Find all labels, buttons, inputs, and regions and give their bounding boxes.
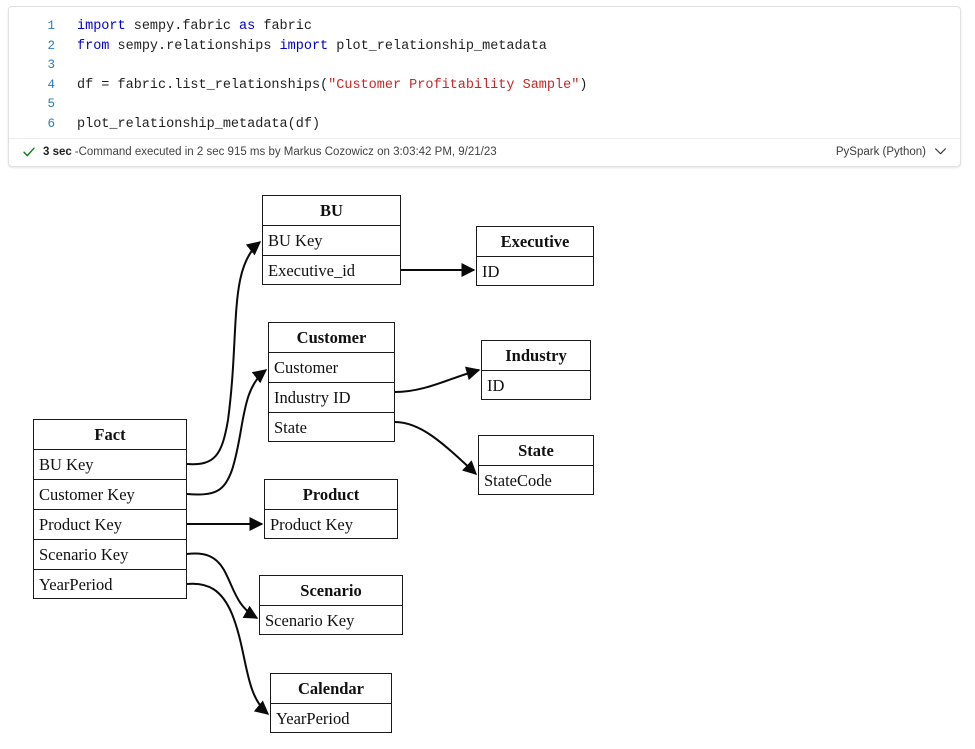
entity-title: Industry xyxy=(482,341,590,371)
relationship-arrow xyxy=(187,584,268,714)
entity-title: Calendar xyxy=(271,674,391,704)
relationship-arrow xyxy=(395,422,476,474)
entity-field: Scenario Key xyxy=(260,606,402,636)
entity-field: Product Key xyxy=(265,510,397,540)
entity-field: ID xyxy=(482,371,590,401)
entity-field: BU Key xyxy=(263,226,400,256)
entity-scenario: ScenarioScenario Key xyxy=(259,575,403,635)
entity-state: StateStateCode xyxy=(478,435,594,495)
entity-fact: FactBU KeyCustomer KeyProduct KeyScenari… xyxy=(33,419,187,599)
entity-field: Executive_id xyxy=(263,256,400,286)
entity-industry: IndustryID xyxy=(481,340,591,400)
entity-title: Executive xyxy=(477,227,593,257)
entity-field: ID xyxy=(477,257,593,287)
relationship-arrow xyxy=(395,370,479,392)
entity-executive: ExecutiveID xyxy=(476,226,594,286)
entity-field: YearPeriod xyxy=(34,570,186,600)
entity-title: Customer xyxy=(269,323,394,353)
entity-field: StateCode xyxy=(479,466,593,496)
entity-field: Scenario Key xyxy=(34,540,186,570)
entity-title: State xyxy=(479,436,593,466)
entity-title: Product xyxy=(265,480,397,510)
entity-title: Scenario xyxy=(260,576,402,606)
entity-calendar: CalendarYearPeriod xyxy=(270,673,392,733)
entity-field: State xyxy=(269,413,394,443)
entity-bu: BUBU KeyExecutive_id xyxy=(262,195,401,285)
relationship-arrow xyxy=(187,242,260,464)
entity-field: Customer xyxy=(269,353,394,383)
entity-field: Industry ID xyxy=(269,383,394,413)
entity-field: BU Key xyxy=(34,450,186,480)
entity-customer: CustomerCustomerIndustry IDState xyxy=(268,322,395,442)
relationship-arrow xyxy=(187,370,266,494)
entity-field: YearPeriod xyxy=(271,704,391,734)
entity-title: BU xyxy=(263,196,400,226)
entity-product: ProductProduct Key xyxy=(264,479,398,539)
entity-field: Customer Key xyxy=(34,480,186,510)
entity-field: Product Key xyxy=(34,510,186,540)
relationship-arrow xyxy=(187,554,257,618)
entity-title: Fact xyxy=(34,420,186,450)
